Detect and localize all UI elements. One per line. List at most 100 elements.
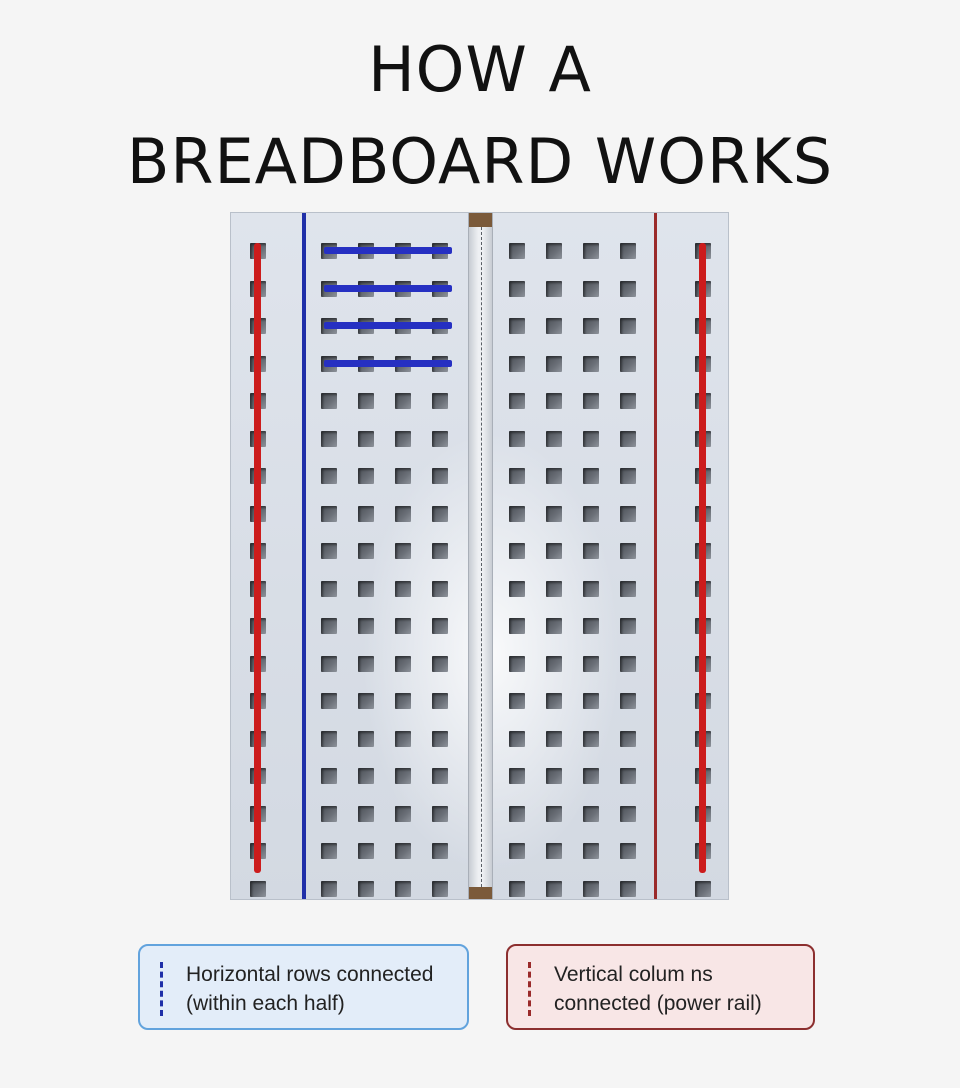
blue-dashed-line-icon bbox=[160, 962, 163, 1016]
terminal-hole bbox=[395, 430, 411, 447]
terminal-hole bbox=[583, 805, 599, 822]
terminal-hole bbox=[509, 730, 525, 747]
terminal-hole bbox=[620, 730, 636, 747]
red-dashed-line-icon bbox=[528, 962, 531, 1016]
terminal-hole bbox=[546, 430, 562, 447]
terminal-hole bbox=[321, 655, 337, 672]
center-channel bbox=[468, 213, 493, 899]
terminal-hole bbox=[620, 880, 636, 897]
terminal-hole bbox=[432, 393, 448, 409]
terminal-hole bbox=[620, 393, 636, 409]
terminal-hole bbox=[432, 730, 448, 747]
legend-rows-line-1: Horizontal rows connected bbox=[186, 963, 434, 986]
terminal-hole bbox=[358, 880, 374, 897]
terminal-hole bbox=[321, 618, 337, 634]
terminal-hole bbox=[583, 393, 599, 409]
terminal-hole bbox=[583, 693, 599, 709]
terminal-hole bbox=[546, 768, 562, 784]
terminal-hole bbox=[546, 880, 562, 897]
blue-rail-line bbox=[302, 213, 306, 899]
terminal-hole bbox=[395, 843, 411, 859]
terminal-hole bbox=[546, 693, 562, 709]
terminal-hole bbox=[358, 843, 374, 859]
terminal-hole bbox=[583, 468, 599, 484]
terminal-hole bbox=[546, 805, 562, 822]
terminal-hole bbox=[509, 543, 525, 559]
terminal-hole bbox=[395, 543, 411, 559]
terminal-hole bbox=[321, 468, 337, 484]
terminal-hole bbox=[509, 880, 525, 897]
terminal-hole bbox=[395, 693, 411, 709]
terminal-hole bbox=[583, 655, 599, 672]
terminal-hole bbox=[620, 693, 636, 709]
terminal-hole bbox=[546, 505, 562, 522]
terminal-hole bbox=[546, 243, 562, 259]
terminal-hole bbox=[620, 355, 636, 372]
channel-cap-top bbox=[469, 213, 492, 227]
terminal-hole bbox=[583, 243, 599, 259]
terminal-hole bbox=[432, 805, 448, 822]
terminal-hole bbox=[583, 880, 599, 897]
terminal-hole bbox=[509, 580, 525, 597]
terminal-hole bbox=[509, 768, 525, 784]
row-connection-bar bbox=[324, 322, 452, 329]
terminal-hole bbox=[395, 468, 411, 484]
terminal-hole bbox=[509, 280, 525, 297]
left-power-rail-connection bbox=[254, 243, 261, 873]
terminal-hole bbox=[358, 655, 374, 672]
terminal-hole bbox=[358, 730, 374, 747]
terminal-hole bbox=[509, 355, 525, 372]
terminal-hole bbox=[358, 805, 374, 822]
terminal-hole bbox=[432, 880, 448, 897]
terminal-hole bbox=[509, 618, 525, 634]
terminal-hole bbox=[395, 618, 411, 634]
terminal-hole bbox=[358, 468, 374, 484]
terminal-hole bbox=[509, 655, 525, 672]
terminal-hole bbox=[620, 655, 636, 672]
terminal-hole bbox=[583, 280, 599, 297]
terminal-hole bbox=[432, 505, 448, 522]
terminal-hole bbox=[395, 393, 411, 409]
terminal-hole bbox=[395, 805, 411, 822]
terminal-hole bbox=[321, 580, 337, 597]
terminal-hole bbox=[546, 355, 562, 372]
terminal-hole bbox=[395, 880, 411, 897]
terminal-hole bbox=[432, 468, 448, 484]
terminal-hole bbox=[620, 805, 636, 822]
legend-power-line-2: connected (power rail) bbox=[554, 992, 762, 1015]
terminal-hole bbox=[509, 805, 525, 822]
terminal-hole bbox=[620, 505, 636, 522]
terminal-hole bbox=[546, 393, 562, 409]
terminal-hole bbox=[358, 580, 374, 597]
terminal-hole bbox=[321, 543, 337, 559]
terminal-hole bbox=[583, 430, 599, 447]
terminal-hole bbox=[432, 655, 448, 672]
terminal-hole bbox=[509, 243, 525, 259]
row-connection-bar bbox=[324, 284, 452, 292]
terminal-hole bbox=[358, 393, 374, 409]
terminal-hole bbox=[546, 468, 562, 484]
terminal-hole bbox=[546, 843, 562, 859]
terminal-hole bbox=[395, 580, 411, 597]
terminal-hole bbox=[509, 693, 525, 709]
terminal-hole bbox=[358, 430, 374, 447]
terminal-hole bbox=[395, 730, 411, 747]
legend-power-line-1: Vertical colum ns bbox=[554, 963, 713, 986]
terminal-hole bbox=[620, 543, 636, 559]
terminal-hole bbox=[358, 505, 374, 522]
terminal-hole bbox=[583, 355, 599, 372]
terminal-hole bbox=[321, 768, 337, 784]
terminal-hole bbox=[321, 505, 337, 522]
terminal-hole bbox=[583, 618, 599, 634]
terminal-hole bbox=[546, 280, 562, 297]
terminal-hole bbox=[432, 618, 448, 634]
terminal-hole bbox=[358, 618, 374, 634]
terminal-hole bbox=[546, 618, 562, 634]
terminal-hole bbox=[432, 580, 448, 597]
terminal-hole bbox=[620, 580, 636, 597]
terminal-hole bbox=[620, 318, 636, 334]
terminal-hole bbox=[620, 843, 636, 859]
terminal-hole bbox=[509, 393, 525, 409]
terminal-hole bbox=[321, 393, 337, 409]
terminal-hole bbox=[509, 430, 525, 447]
